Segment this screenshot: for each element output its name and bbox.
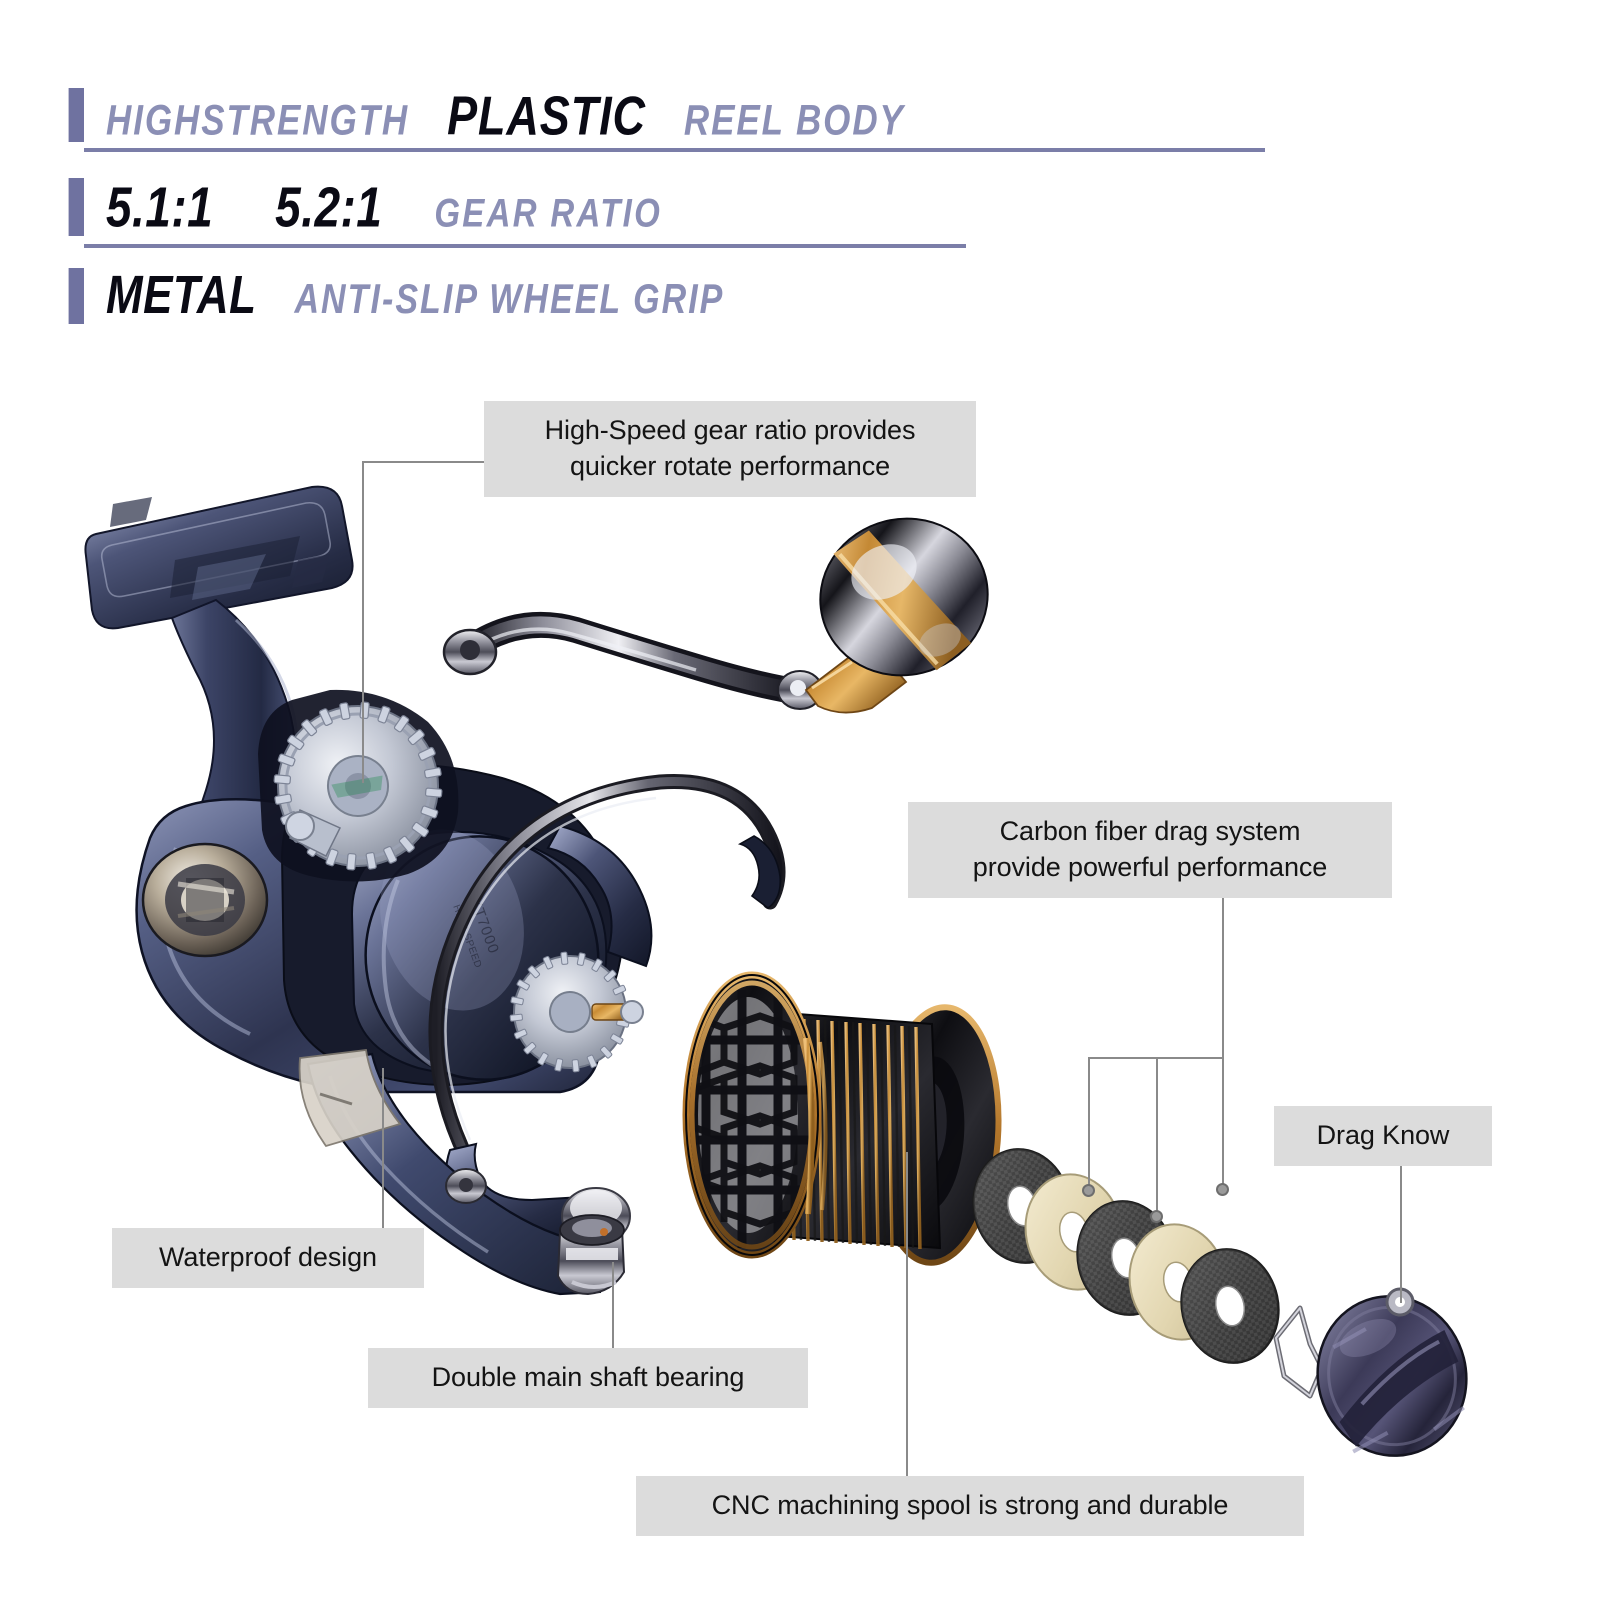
main-shaft-bearing: [556, 1214, 626, 1296]
main-gear-lower: [509, 951, 644, 1073]
callout-cnc-spool-text: CNC machining spool is strong and durabl…: [711, 1490, 1229, 1520]
spec-accent-bar: [68, 88, 84, 142]
callout-carbon-drag-line2: provide powerful performance: [972, 852, 1328, 883]
callout-drag-knob: Drag Know: [1274, 1106, 1492, 1167]
spec-underline-1: [84, 148, 1265, 152]
leader-cnc-spool-v: [906, 1152, 908, 1476]
drag-washer-stack: [972, 1148, 1280, 1364]
leader-carbon-drop-1: [1088, 1057, 1090, 1190]
gear-ratio-label: GEAR RATIO: [434, 189, 663, 236]
spec-reel-body-label: REEL BODY: [683, 96, 905, 144]
leader-waterproof-v: [382, 1068, 384, 1228]
spec-highstrength-label: HIGHSTRENGTH: [106, 96, 410, 144]
callout-gear-ratio-line1: High-Speed gear ratio provides: [544, 415, 916, 445]
handle-knob: [804, 517, 989, 714]
handle-crank: [442, 611, 823, 710]
leader-endpoint-washer-2: [1150, 1210, 1163, 1223]
spool-clip: [1273, 1305, 1325, 1399]
spec-accent-bar: [68, 178, 84, 236]
callout-carbon-drag: Carbon fiber drag system provide powerfu…: [908, 802, 1392, 899]
callout-gear-ratio-line2: quicker rotate performance: [569, 451, 891, 482]
body-side-cap: [141, 842, 269, 958]
leader-gear-ratio-h: [362, 461, 484, 463]
crank-hub: [442, 628, 498, 676]
gear-ratio-52-value: 5.2:1: [275, 175, 383, 239]
leader-endpoint-washer-3: [1216, 1183, 1229, 1196]
spec-row-gear-ratio: 5.1:1 5.2:1 GEAR RATIO: [68, 178, 662, 236]
callout-double-bearing: Double main shaft bearing: [368, 1348, 808, 1409]
leader-gear-ratio-v: [362, 461, 364, 783]
spool-honeycomb: [688, 980, 815, 1250]
callout-drag-knob-text: Drag Know: [1316, 1120, 1450, 1150]
spec-anti-slip-wheel-grip-label: ANTI-SLIP WHEEL GRIP: [294, 276, 725, 323]
spec-plastic-label: PLASTIC: [447, 83, 646, 147]
drag-knob: [1316, 1287, 1468, 1457]
spool: [682, 971, 1002, 1266]
leader-carbon-drop-3: [1222, 1057, 1224, 1189]
leader-carbon-main-v: [1222, 893, 1224, 1059]
spec-row-wheel-grip: METAL ANTI-SLIP WHEEL GRIP: [68, 268, 724, 324]
handle-arm-group: [84, 485, 354, 630]
drag-washer-carbon: [1180, 1248, 1280, 1364]
leader-endpoint-washer-1: [1082, 1184, 1095, 1197]
callout-gear-ratio: High-Speed gear ratio provides quicker r…: [484, 401, 976, 498]
leader-drag-knob-v: [1400, 1163, 1402, 1303]
callout-double-bearing-text: Double main shaft bearing: [431, 1362, 745, 1392]
spec-underline-2: [84, 244, 966, 248]
callout-carbon-drag-line1: Carbon fiber drag system: [999, 816, 1301, 846]
callout-waterproof-text: Waterproof design: [159, 1242, 377, 1272]
main-gear-upper: [258, 689, 459, 882]
spec-metal-label: METAL: [106, 265, 257, 326]
callout-waterproof: Waterproof design: [112, 1228, 424, 1289]
callout-cnc-spool: CNC machining spool is strong and durabl…: [636, 1476, 1304, 1537]
gear-ratio-51-value: 5.1:1: [106, 175, 214, 239]
spec-accent-bar: [68, 268, 84, 324]
leader-bearing-v: [612, 1262, 614, 1348]
leader-carbon-drop-2: [1156, 1057, 1158, 1216]
